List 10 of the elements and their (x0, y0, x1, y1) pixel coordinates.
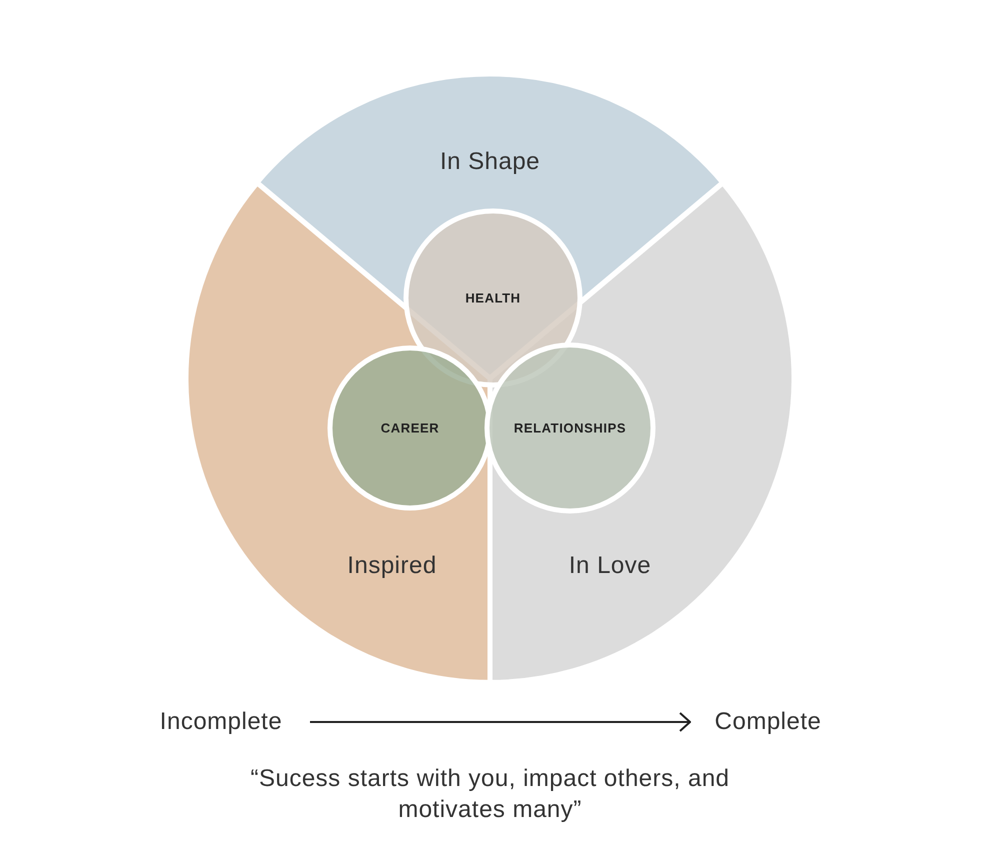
quote-caption: “Sucess starts with you, impact others, and motivates many” (249, 764, 731, 825)
circle-label: RELATIONSHIPS (514, 420, 626, 436)
scale-label: Complete (706, 706, 830, 738)
sector-label: Inspired (347, 552, 437, 580)
sector-label: In Shape (440, 148, 540, 176)
arrow (310, 712, 691, 732)
circle-label: CAREER (380, 420, 440, 436)
scale-label: Incomplete (150, 706, 292, 738)
sector-label: In Love (568, 552, 652, 580)
circle-label: HEALTH (465, 290, 521, 306)
